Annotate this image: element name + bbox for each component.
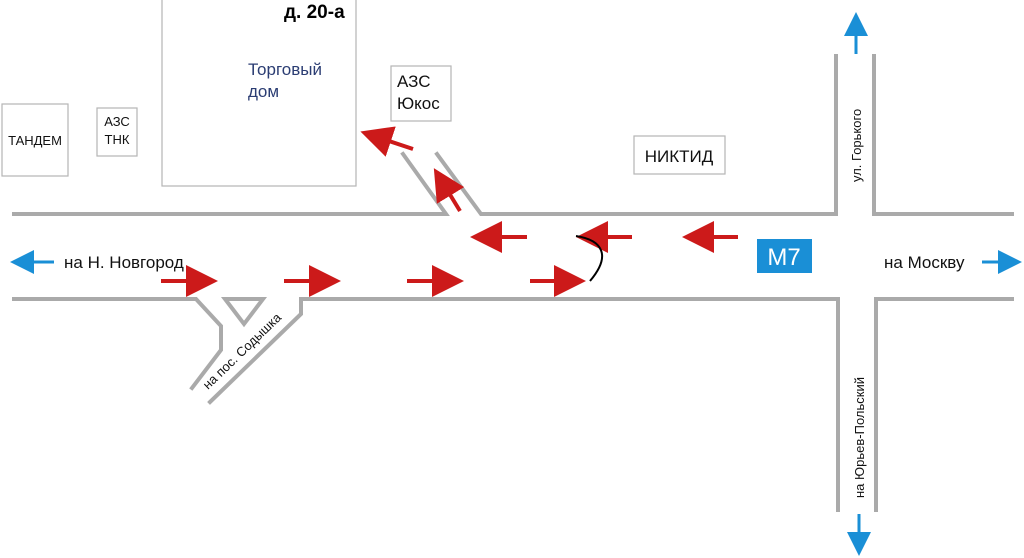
building-azs-tnk-label-line2: ТНК — [105, 132, 130, 147]
building-trade-house-label-line2: дом — [248, 82, 279, 101]
label-to-yuryev: на Юрьев-Польский — [852, 377, 867, 498]
building-trade-house-label-line1: Торговый — [248, 60, 322, 79]
traffic-arrows — [161, 126, 738, 297]
building-azs-tnk-label-line1: АЗС — [104, 114, 130, 129]
buildings: ТАНДЕМ АЗС ТНК Торговый дом д. 20-а АЗС … — [1, 0, 726, 187]
traffic-arrow-to-trade-house — [360, 126, 414, 157]
highway-south-edge-east — [874, 297, 1014, 512]
highway-south-edge-middle — [207, 297, 840, 512]
building-tandem-label: ТАНДЕМ — [8, 133, 62, 148]
highway-m7-badge: М7 — [757, 239, 812, 273]
building-azs-yukos — [390, 65, 452, 122]
highway-north-edge-west — [12, 151, 450, 216]
label-gorky-street: ул. Горького — [849, 109, 864, 182]
building-azs-yukos-label-line1: АЗС — [397, 72, 431, 91]
direction-arrows — [10, 12, 1022, 556]
road-island — [220, 297, 268, 328]
highway-north-edge-middle — [434, 54, 838, 216]
u-turn-curve — [575, 235, 603, 282]
house-number-label: д. 20-а — [284, 2, 345, 23]
building-tandem — [1, 103, 69, 177]
label-to-moscow: на Москву — [884, 253, 965, 272]
highway-north-edge-east — [872, 54, 1014, 216]
label-to-nizhny: на Н. Новгород — [64, 253, 184, 272]
traffic-arrow-ramp — [433, 168, 465, 213]
building-trade-house — [161, 0, 357, 187]
building-azs-yukos-label-line2: Юкос — [397, 94, 440, 113]
highway-south-edge-west — [12, 297, 223, 391]
building-niktid — [633, 135, 726, 175]
highway-m7-badge-bg — [757, 239, 812, 273]
highway-m7-label: М7 — [767, 244, 800, 271]
building-niktid-label: НИКТИД — [645, 147, 714, 166]
building-azs-tnk — [96, 107, 138, 157]
